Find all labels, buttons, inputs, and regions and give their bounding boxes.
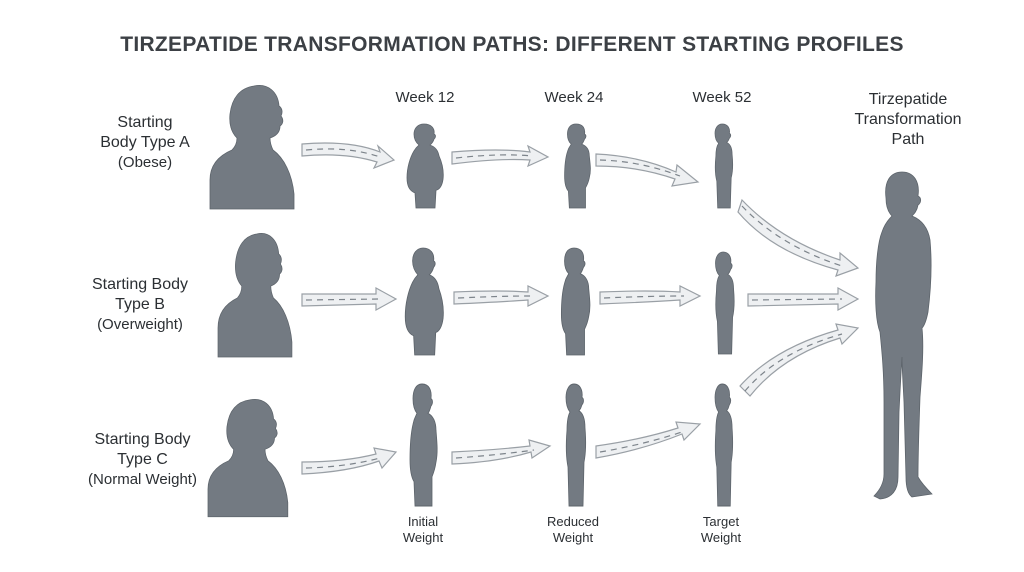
row-c-sub: (Normal Weight): [88, 471, 197, 488]
arrow-b2: [453, 285, 550, 307]
figure-a-week12: [406, 123, 444, 209]
arrow-a2: [451, 144, 550, 168]
bust-b-figure: [217, 232, 293, 358]
figure-c-week52: [714, 383, 734, 507]
figure-a-week52: [714, 123, 734, 209]
row-label-b: Starting Body Type B (Overweight): [70, 275, 210, 335]
figure-b-week12: [404, 247, 444, 356]
figure-b-week24: [560, 247, 591, 356]
page-title: TIRZEPATIDE TRANSFORMATION PATHS: DIFFER…: [120, 33, 904, 56]
arrow-c2: [451, 439, 552, 465]
stage-initial-label: Initial Weight: [378, 514, 468, 546]
result-title: Tirzepatide Transformation Path: [838, 90, 978, 150]
week-52-label: Week 52: [692, 89, 752, 106]
arrow-b1: [301, 286, 398, 312]
arrow-c1: [301, 447, 398, 475]
result-line2: Transformation: [854, 111, 962, 128]
arrow-c3: [595, 421, 702, 459]
final-figure: [873, 171, 933, 500]
week-24-label: Week 24: [544, 89, 604, 106]
arrow-a1: [301, 142, 396, 170]
stage-target-line1: Target: [702, 514, 740, 529]
result-line1: Tirzepatide: [868, 91, 948, 108]
arrow-b3: [599, 285, 702, 307]
row-b-line2: Type B: [115, 296, 165, 313]
figure-a-week24: [564, 123, 591, 209]
stage-target-label: Target Weight: [676, 514, 766, 546]
bust-a-figure: [209, 84, 295, 210]
stage-initial-line2: Weight: [402, 530, 444, 545]
stage-reduced-line2: Weight: [552, 530, 594, 545]
row-a-line1: Starting: [117, 114, 173, 131]
row-b-line1: Starting Body: [91, 276, 189, 293]
row-b-sub: (Overweight): [97, 316, 183, 333]
figure-c-week12: [409, 383, 438, 507]
row-c-line1: Starting Body: [94, 431, 191, 448]
figure-c-week24: [565, 383, 587, 507]
arrow-converge-bottom: [739, 323, 860, 397]
figure-b-week52: [714, 251, 735, 355]
arrow-converge-top: [737, 198, 860, 277]
stage-target-line2: Weight: [700, 530, 742, 545]
arrow-a3: [595, 153, 700, 187]
row-label-a: Starting Body Type A (Obese): [75, 113, 215, 173]
row-label-c: Starting Body Type C (Normal Weight): [70, 430, 215, 490]
row-c-line2: Type C: [117, 451, 168, 468]
stage-initial-line1: Initial: [407, 514, 439, 529]
result-line3: Path: [891, 131, 925, 148]
stage-reduced-line1: Reduced: [546, 514, 600, 529]
arrow-converge-mid: [747, 286, 860, 312]
week-12-label: Week 12: [395, 89, 455, 106]
bust-c-figure: [207, 398, 289, 518]
row-a-sub: (Obese): [117, 154, 173, 171]
row-a-line2: Body Type A: [100, 134, 190, 151]
stage-reduced-label: Reduced Weight: [528, 514, 618, 546]
